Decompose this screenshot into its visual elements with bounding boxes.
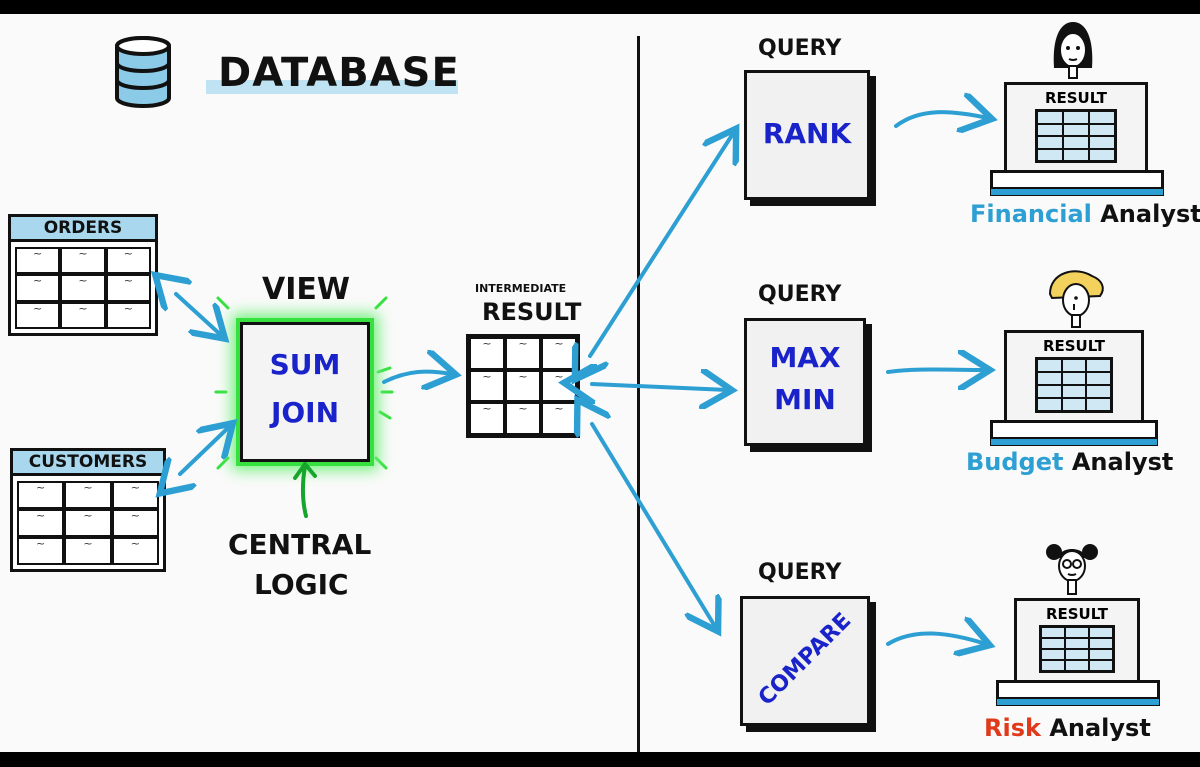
view-join-label: JOIN — [270, 396, 340, 429]
result-rank-arrow — [590, 132, 734, 356]
risk-role: Risk — [984, 714, 1041, 742]
query-note-rank: RANK — [744, 70, 870, 200]
orders-table: ORDERS ~~~~~~~~~ — [8, 214, 158, 336]
budget-result-monitor: RESULT — [1004, 330, 1144, 426]
customers-table-title: CUSTOMERS — [13, 451, 163, 476]
database-icon — [112, 36, 174, 110]
financial-desk — [990, 170, 1164, 196]
financial-result-label: RESULT — [1044, 89, 1108, 107]
rank-analyst-arrow — [894, 112, 988, 126]
intermediate-result-label: RESULT — [482, 298, 582, 326]
financial-result-monitor: RESULT — [1004, 82, 1148, 176]
risk-result-label: RESULT — [1045, 605, 1109, 623]
orders-view-arrow — [176, 294, 222, 336]
query-min-label: MIN — [774, 383, 836, 416]
query-note-compare: COMPARE — [740, 596, 870, 726]
flow-arrows — [0, 14, 1200, 752]
maxmin-analyst-arrow — [886, 370, 986, 373]
query-heading-2: QUERY — [758, 282, 842, 307]
diagram-canvas: DATABASE ORDERS ~~~~~~~~~ CUSTOMERS ~~~~… — [0, 14, 1200, 752]
compare-analyst-arrow — [886, 633, 986, 644]
page-title: DATABASE — [218, 50, 460, 96]
financial-role: Financial — [970, 200, 1092, 228]
query-rank-label: RANK — [762, 117, 852, 150]
view-note: SUM JOIN — [236, 318, 374, 466]
central-logic-arrow — [290, 460, 320, 520]
orders-table-title: ORDERS — [11, 217, 155, 242]
financial-suffix: Analyst — [1100, 200, 1200, 228]
customers-view-arrow — [180, 426, 230, 474]
budget-result-label: RESULT — [1042, 337, 1106, 355]
view-title: VIEW — [262, 272, 350, 307]
result-maxmin-arrow — [592, 384, 728, 390]
risk-desk — [996, 680, 1160, 706]
central-logic-line2: LOGIC — [254, 568, 349, 601]
financial-analyst-label: Financial Analyst — [970, 200, 1200, 228]
budget-analyst-label: Budget Analyst — [966, 448, 1173, 476]
view-result-arrow — [382, 372, 452, 382]
query-heading-3: QUERY — [758, 560, 842, 585]
result-compare-arrow — [592, 424, 716, 628]
budget-role: Budget — [966, 448, 1064, 476]
customers-table: CUSTOMERS ~~~~~~~~~ — [10, 448, 166, 572]
title-highlight — [206, 80, 458, 94]
query-heading-1: QUERY — [758, 36, 842, 61]
risk-analyst-label: Risk Analyst — [984, 714, 1151, 742]
risk-suffix: Analyst — [1049, 714, 1151, 742]
view-sum-label: SUM — [269, 348, 341, 381]
financial-analyst-avatar — [1050, 18, 1096, 84]
query-max-label: MAX — [769, 341, 841, 374]
budget-suffix: Analyst — [1071, 448, 1174, 476]
budget-analyst-avatar — [1040, 266, 1110, 332]
intermediate-label: INTERMEDIATE — [475, 282, 567, 295]
budget-desk — [990, 420, 1158, 446]
query-note-maxmin: MAX MIN — [744, 318, 866, 446]
risk-result-monitor: RESULT — [1014, 598, 1140, 686]
risk-analyst-avatar — [1040, 536, 1104, 600]
central-logic-line1: CENTRAL — [228, 528, 372, 561]
